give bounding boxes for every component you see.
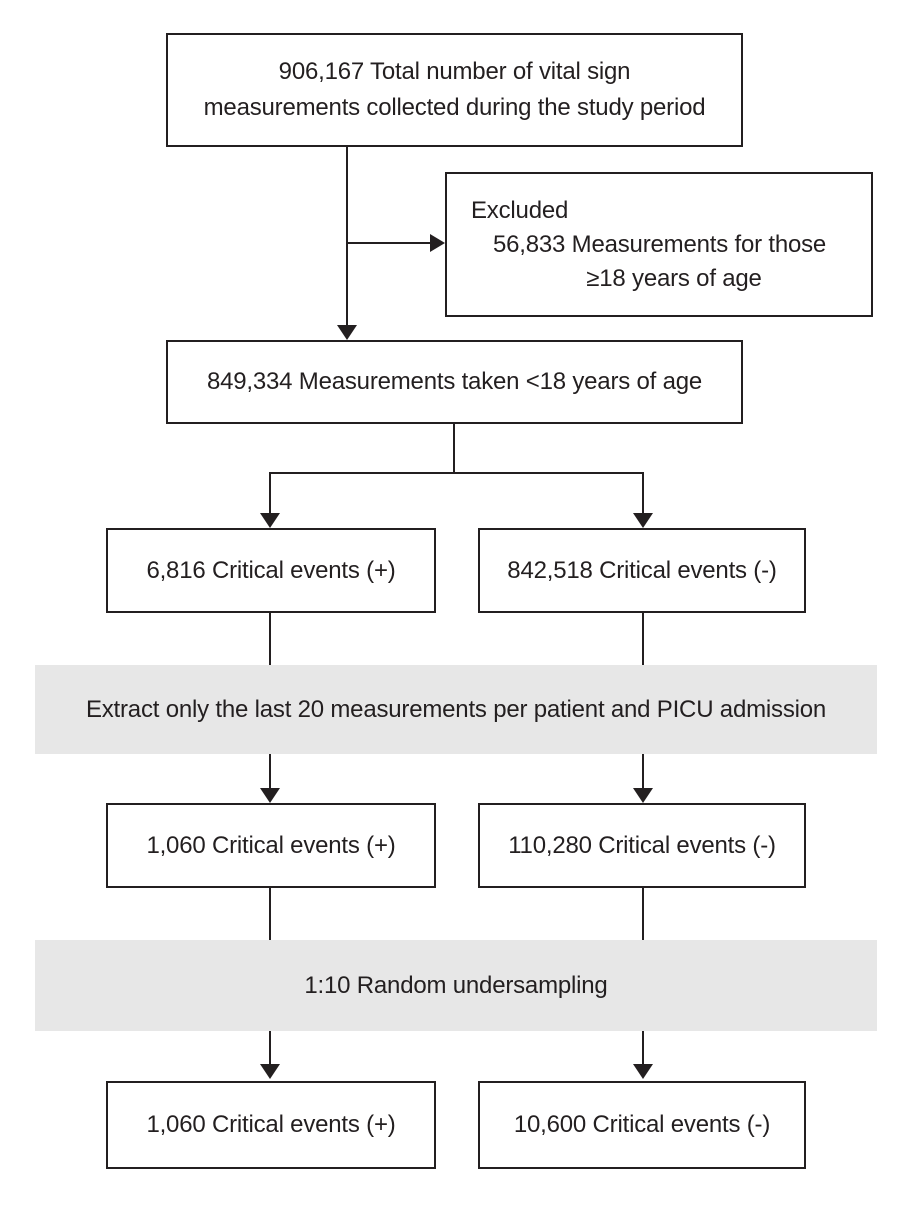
box-excluded: Excluded 56,833 Measurements for those ≥… bbox=[445, 172, 873, 317]
box-stage2-critical-negative-text: 110,280 Critical events (-) bbox=[508, 831, 776, 859]
connector-band2-to-stage3-negative bbox=[642, 1031, 644, 1066]
box-stage3-critical-positive: 1,060 Critical events (+) bbox=[106, 1081, 436, 1169]
box-total-measurements-line2: measurements collected during the study … bbox=[203, 94, 706, 121]
connector-band1-to-stage2-positive bbox=[269, 754, 271, 790]
arrow-down-into-under18-icon bbox=[337, 325, 357, 340]
band-extract-last-20: Extract only the last 20 measurements pe… bbox=[35, 665, 877, 754]
box-stage2-critical-positive-text: 1,060 Critical events (+) bbox=[146, 831, 396, 859]
band-random-undersampling: 1:10 Random undersampling bbox=[35, 940, 877, 1031]
box-total-measurements-line1: 906,167 Total number of vital sign bbox=[278, 58, 631, 85]
connector-split-left bbox=[269, 472, 271, 516]
box-stage1-critical-positive-text: 6,816 Critical events (+) bbox=[146, 556, 396, 584]
box-stage2-critical-negative: 110,280 Critical events (-) bbox=[478, 803, 806, 888]
box-stage1-critical-negative-text: 842,518 Critical events (-) bbox=[507, 556, 777, 584]
box-under-18-measurements-text: 849,334 Measurements taken <18 years of … bbox=[206, 368, 703, 395]
box-under-18-measurements: 849,334 Measurements taken <18 years of … bbox=[166, 340, 743, 424]
connector-total-to-under18 bbox=[346, 147, 348, 327]
connector-stage2-negative-to-band bbox=[642, 888, 644, 940]
connector-stage2-positive-to-band bbox=[269, 888, 271, 940]
arrow-right-into-excluded-icon bbox=[430, 234, 445, 252]
box-excluded-line1: Excluded bbox=[471, 196, 569, 224]
arrow-down-into-stage3-positive-icon bbox=[260, 1064, 280, 1079]
box-stage3-critical-negative-text: 10,600 Critical events (-) bbox=[513, 1111, 771, 1138]
connector-to-excluded bbox=[347, 242, 431, 244]
box-excluded-line2: 56,833 Measurements for those bbox=[493, 230, 827, 258]
connector-stage1-positive-to-band bbox=[269, 613, 271, 665]
box-excluded-line3: ≥18 years of age bbox=[586, 264, 762, 292]
box-stage3-critical-negative: 10,600 Critical events (-) bbox=[478, 1081, 806, 1169]
connector-stage1-negative-to-band bbox=[642, 613, 644, 665]
band-extract-last-20-text: Extract only the last 20 measurements pe… bbox=[85, 695, 827, 723]
arrow-down-into-stage3-negative-icon bbox=[633, 1064, 653, 1079]
box-stage3-critical-positive-text: 1,060 Critical events (+) bbox=[146, 1111, 396, 1138]
box-stage2-critical-positive: 1,060 Critical events (+) bbox=[106, 803, 436, 888]
connector-under18-stem bbox=[453, 424, 455, 473]
connector-band2-to-stage3-positive bbox=[269, 1031, 271, 1066]
band-random-undersampling-text: 1:10 Random undersampling bbox=[304, 971, 608, 999]
connector-band1-to-stage2-negative bbox=[642, 754, 644, 790]
box-stage1-critical-negative: 842,518 Critical events (-) bbox=[478, 528, 806, 613]
arrow-down-into-stage2-positive-icon bbox=[260, 788, 280, 803]
connector-split-right bbox=[642, 472, 644, 516]
arrow-down-into-stage2-negative-icon bbox=[633, 788, 653, 803]
box-stage1-critical-positive: 6,816 Critical events (+) bbox=[106, 528, 436, 613]
connector-split-horizontal bbox=[269, 472, 644, 474]
box-total-measurements: 906,167 Total number of vital sign measu… bbox=[166, 33, 743, 147]
arrow-down-into-stage1-negative-icon bbox=[633, 513, 653, 528]
arrow-down-into-stage1-positive-icon bbox=[260, 513, 280, 528]
